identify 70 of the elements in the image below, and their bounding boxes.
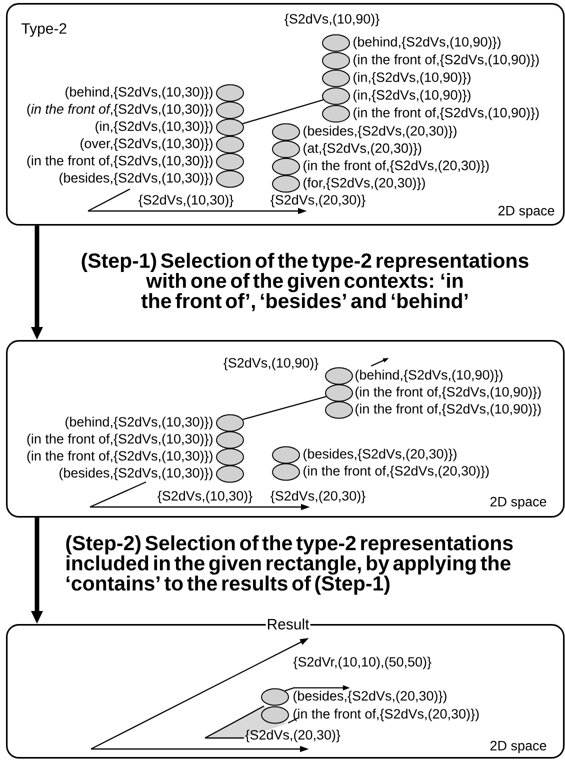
stack-ellipse — [322, 34, 350, 52]
relation-label: (in the front of,{S2dVs,(10,30)}) — [27, 450, 212, 464]
coordinate-label: {S2dVs,(10,30)} — [158, 490, 252, 504]
space-label: 2D space — [490, 740, 546, 754]
relation-label: (in,{S2dVs,(10,90)}) — [354, 90, 470, 102]
stack-ellipse — [261, 688, 289, 706]
stack-ellipse — [322, 105, 350, 123]
relation-label: (behind,{S2dVs,(10,90)}) — [356, 370, 502, 382]
panel-box — [6, 340, 565, 518]
stack-ellipse — [216, 414, 244, 432]
stack-ellipse — [322, 70, 350, 88]
coordinate-label: {S2dVs,(10,90)} — [284, 14, 380, 26]
coordinate-label: {S2dVs,(10,90)} — [224, 358, 318, 370]
stack-ellipse — [216, 101, 244, 119]
stack-ellipse — [322, 52, 350, 70]
relation-label: (in,{S2dVs,(10,30)}) — [96, 121, 212, 134]
stack-ellipse — [272, 158, 300, 176]
relation-label: (besides,{S2dVs,(20,30)}) — [294, 690, 446, 704]
space-label: 2D space — [498, 206, 554, 218]
relation-label: (over,{S2dVs,(10,30)}) — [80, 138, 212, 151]
relation-label: (in,{S2dVs,(10,90)}) — [354, 72, 470, 85]
relation-label: (behind,{S2dVs,(10,30)}) — [66, 416, 212, 430]
relation-label: (in the front of,{S2dVs,(10,30)}) — [27, 156, 212, 168]
stack-ellipse — [272, 446, 300, 464]
relation-label: (besides,{S2dVs,(20,30)}) — [304, 448, 456, 462]
relation-label: (besides,{S2dVs,(20,30)}) — [304, 126, 456, 138]
relation-label: (in the front of,{S2dVs,(20,30)}) — [304, 160, 489, 173]
stack-ellipse — [325, 384, 353, 402]
stack-ellipse — [261, 706, 289, 724]
stack-ellipse — [216, 136, 244, 154]
coordinate-label: {S2dVs,(20,30)} — [270, 490, 366, 504]
panel-title: Result — [266, 618, 310, 631]
stack-ellipse — [272, 463, 300, 481]
stack-ellipse — [272, 140, 300, 158]
stack-ellipse — [216, 465, 244, 483]
coordinate-label: {S2dVs,(10,30)} — [138, 194, 234, 208]
relation-label: (in the front of,{S2dVs,(10,90)}) — [356, 386, 541, 400]
coordinate-label: {S2dVr,(10,10),(50,50)} — [293, 656, 432, 670]
relation-label: (besides,{S2dVs,(10,30)}) — [60, 468, 212, 480]
stack-ellipse — [216, 153, 244, 171]
stack-ellipse — [216, 431, 244, 449]
relation-label: (in the front of,{S2dVs,(20,30)}) — [304, 466, 489, 478]
link-line — [242, 99, 324, 124]
relation-label: (behind,{S2dVs,(10,90)}) — [354, 36, 500, 50]
step-description: (Step-1) Selection of the type-2 representations with one of the given contexts: ‘in the front of’, ‘besides’ and ‘behind’ — [82, 252, 528, 312]
relation-label: (in the front of,{S2dVs,(20,30)}) — [294, 708, 479, 722]
relation-label: (in the front of,{S2dVs,(10,30)}) — [27, 104, 212, 116]
relation-label: (in the front of,{S2dVs,(10,90)}) — [354, 54, 539, 67]
relation-label: (in the front of,{S2dVs,(10,90)}) — [356, 404, 541, 416]
relation-label: (besides,{S2dVs,(10,30)}) — [60, 172, 212, 186]
stack-ellipse — [216, 170, 244, 188]
stack-ellipse — [325, 367, 353, 385]
relation-label: (at,{S2dVs,(20,30)}) — [304, 143, 422, 156]
coordinate-label: {S2dVs,(20,30)} — [270, 194, 366, 208]
link-line — [242, 396, 326, 420]
panel-heading: Type-2 — [22, 23, 66, 37]
stack-ellipse — [216, 448, 244, 466]
stack-ellipse — [216, 118, 244, 136]
stack-ellipse — [272, 175, 300, 193]
step-description: (Step-2) Selection of the type-2 representations included in the given rectangle, by applying the ‘contains’ to the results of (Step-1) — [66, 535, 513, 595]
space-label: 2D space — [490, 496, 546, 510]
stack-ellipse — [325, 401, 353, 419]
coordinate-label: {S2dVs,(20,30)} — [245, 730, 340, 742]
relation-label: (in the front of,{S2dVs,(10,90)}) — [354, 108, 539, 120]
relation-label: (behind,{S2dVs,(10,30)}) — [66, 86, 212, 100]
relation-label: (for,{S2dVs,(20,30)}) — [304, 178, 425, 190]
stack-ellipse — [216, 84, 244, 102]
stack-ellipse — [322, 87, 350, 105]
stack-ellipse — [272, 123, 300, 141]
relation-label: (in the front of,{S2dVs,(10,30)}) — [27, 434, 212, 446]
